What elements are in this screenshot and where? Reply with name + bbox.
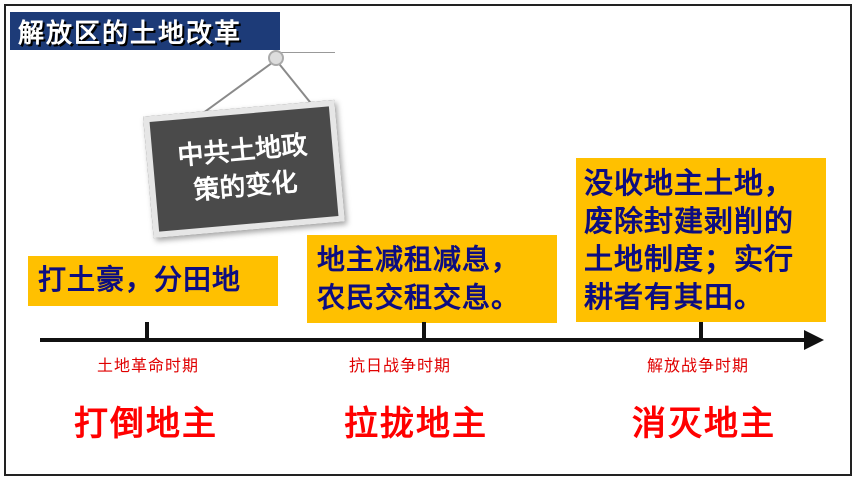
timeline-axis (40, 338, 808, 342)
timeline-arrow-icon (804, 330, 824, 350)
sign-text: 中共土地政策的变化 (176, 130, 309, 207)
hanging-sign: 中共土地政策的变化 (143, 99, 345, 239)
timeline-tick-1 (145, 322, 149, 340)
stage-2-policy: 拉拢地主 (344, 404, 488, 444)
stage-1-period: 土地革命时期 (96, 356, 199, 375)
timeline-tick-3 (699, 322, 703, 340)
stage-1-description: 打土豪，分田地 (28, 256, 278, 306)
stage-3-period: 解放战争时期 (646, 356, 749, 375)
stage-3-policy: 消灭地主 (632, 404, 776, 444)
slide-title: 解放区的土地改革 (10, 12, 280, 50)
timeline-tick-2 (422, 322, 426, 340)
stage-3-description: 没收地主土地，废除封建剥削的土地制度；实行耕者有其田。 (576, 158, 826, 322)
stage-1-policy: 打倒地主 (74, 404, 218, 444)
stage-2-period: 抗日战争时期 (348, 356, 451, 375)
stage-2-description: 地主减租减息，农民交租交息。 (307, 235, 557, 323)
hanger-pin-icon (268, 50, 284, 66)
title-underline (280, 52, 335, 53)
